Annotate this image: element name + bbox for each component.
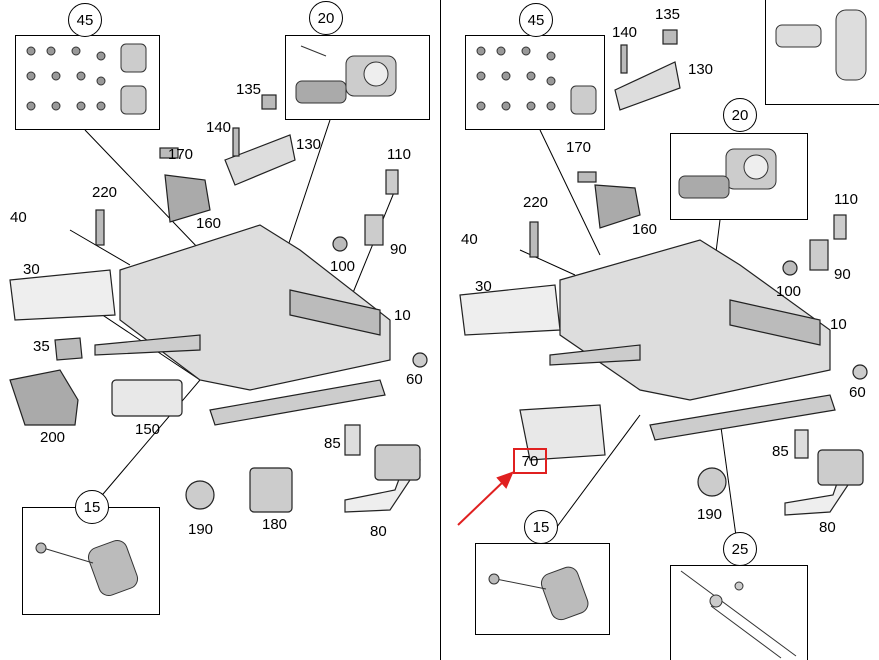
part-number: 45: [527, 11, 545, 29]
part-label[interactable]: 100: [330, 258, 356, 275]
part-label[interactable]: 60: [406, 371, 423, 388]
part-label[interactable]: 30: [23, 261, 40, 278]
part-label[interactable]: 130: [296, 136, 322, 153]
part-number: 70: [521, 452, 539, 470]
part-label[interactable]: 60: [849, 384, 866, 401]
callout-circle-25: 25: [723, 532, 757, 566]
part-label[interactable]: 85: [324, 435, 341, 452]
part-label[interactable]: 220: [523, 194, 549, 211]
callout-circle-15: 15: [524, 510, 558, 544]
part-label[interactable]: 10: [830, 316, 847, 333]
part-label[interactable]: 150: [135, 421, 161, 438]
part-label[interactable]: 170: [566, 139, 592, 156]
detail-box-45: [15, 35, 160, 130]
part-label[interactable]: 220: [92, 184, 118, 201]
callout-circle-45: 45: [519, 3, 553, 37]
part-number: 20: [317, 9, 335, 27]
highlighted-part-70[interactable]: 70: [513, 448, 547, 474]
part-number: 20: [731, 106, 749, 124]
part-label[interactable]: 100: [776, 283, 802, 300]
detail-box-20: [670, 133, 808, 220]
part-label[interactable]: 40: [10, 209, 27, 226]
part-label[interactable]: 135: [655, 6, 681, 23]
callout-circle-20: 20: [309, 1, 343, 35]
detail-box-switches: [765, 0, 879, 105]
part-label[interactable]: 180: [262, 516, 288, 533]
part-label[interactable]: 35: [33, 338, 50, 355]
part-label[interactable]: 30: [475, 278, 492, 295]
part-label[interactable]: 110: [387, 146, 411, 163]
part-label[interactable]: 190: [697, 506, 723, 523]
part-label[interactable]: 135: [236, 81, 262, 98]
part-label[interactable]: 170: [168, 146, 194, 163]
part-label[interactable]: 80: [370, 523, 387, 540]
part-label[interactable]: 160: [632, 221, 658, 238]
part-label[interactable]: 160: [196, 215, 222, 232]
part-label[interactable]: 140: [206, 119, 232, 136]
detail-box-25: [670, 565, 808, 660]
highlight-arrow: [457, 471, 514, 526]
part-label[interactable]: 10: [394, 307, 411, 324]
callout-circle-20: 20: [723, 98, 757, 132]
panel-divider: [440, 0, 441, 660]
part-label[interactable]: 130: [688, 61, 714, 78]
part-number: 25: [731, 540, 749, 558]
part-number: 45: [76, 11, 94, 29]
part-label[interactable]: 190: [188, 521, 214, 538]
part-label[interactable]: 90: [390, 241, 407, 258]
detail-box-45: [465, 35, 605, 130]
part-number: 15: [83, 498, 101, 516]
part-number: 15: [532, 518, 550, 536]
part-label[interactable]: 140: [612, 24, 638, 41]
detail-box-15: [22, 507, 160, 615]
part-label[interactable]: 80: [819, 519, 836, 536]
part-label[interactable]: 200: [40, 429, 66, 446]
callout-circle-45: 45: [68, 3, 102, 37]
callout-circle-15: 15: [75, 490, 109, 524]
detail-box-15: [475, 543, 610, 635]
part-label[interactable]: 85: [772, 443, 789, 460]
part-label[interactable]: 90: [834, 266, 851, 283]
detail-box-20: [285, 35, 430, 120]
part-label[interactable]: 110: [834, 191, 858, 208]
part-label[interactable]: 40: [461, 231, 478, 248]
